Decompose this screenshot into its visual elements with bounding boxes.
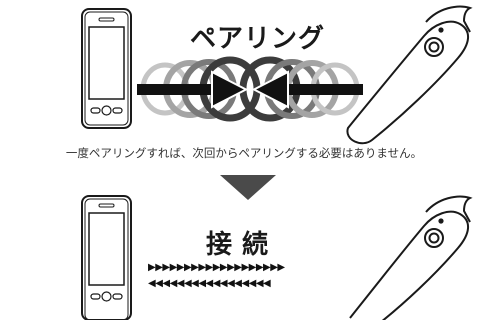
data-flow-left: ◀◀◀◀◀◀◀◀◀◀◀◀◀◀◀◀◀: [148, 278, 271, 289]
down-arrow-icon: [220, 175, 276, 200]
bluetooth-headset-icon: [349, 195, 473, 320]
pairing-arrow-left: [251, 70, 363, 109]
pairing-arrow-right: [137, 70, 249, 109]
smartphone-icon: [81, 195, 132, 320]
pairing-note: 一度ペアリングすれば、次回からペアリングする必要はありません。: [65, 146, 423, 160]
pairing-title: ペアリング: [190, 24, 326, 54]
bluetooth-headset-icon: [346, 5, 473, 145]
smartphone-icon: [81, 8, 132, 129]
connection-title: 接続: [206, 230, 279, 260]
data-flow-right: ▶▶▶▶▶▶▶▶▶▶▶▶▶▶▶▶▶▶▶: [148, 262, 285, 273]
